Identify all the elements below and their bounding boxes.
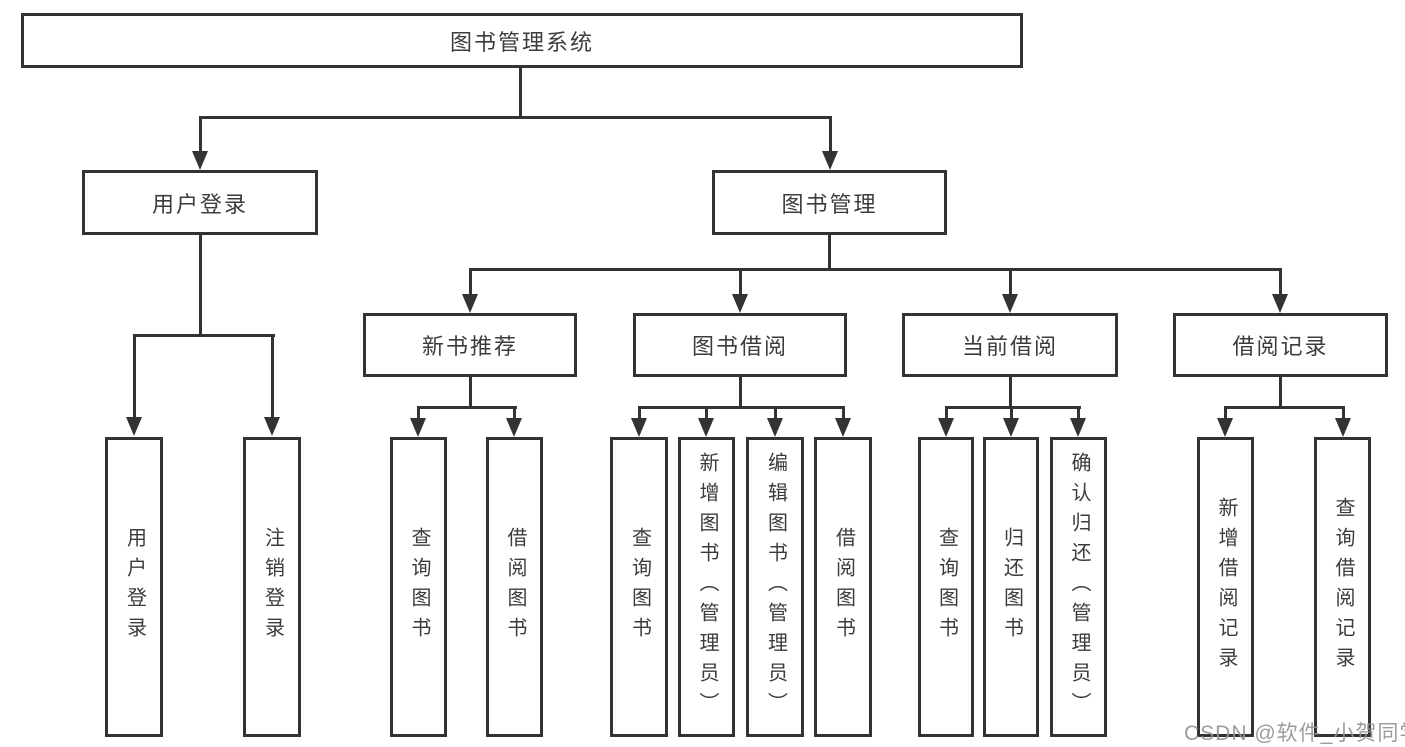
node-book-borrow: 图书借阅 [633, 313, 847, 377]
connector-line [1279, 377, 1282, 409]
connector-line [271, 334, 274, 418]
connector-line [638, 406, 845, 409]
connector-line [1279, 268, 1282, 297]
connector-line [774, 406, 777, 420]
arrow-down-icon [938, 418, 954, 437]
arrow-down-icon [264, 417, 280, 436]
connector-line [469, 377, 472, 409]
leaf-borrow-books-recommend: 借阅图书 [486, 437, 543, 737]
arrow-down-icon [732, 294, 748, 313]
connector-line [842, 406, 845, 420]
leaf-add-book-admin: 新增图书（管理员） [678, 437, 735, 737]
leaf-query-books-recommend: 查询图书 [390, 437, 447, 737]
connector-line [1077, 406, 1080, 420]
watermark: CSDN @软件_小贺同学 [1184, 722, 1405, 745]
leaf-confirm-return-admin: 确认归还（管理员） [1050, 437, 1107, 737]
arrow-down-icon [835, 418, 851, 437]
connector-line [519, 68, 522, 118]
arrow-down-icon [1003, 418, 1019, 437]
arrow-down-icon [462, 294, 478, 313]
node-user-login: 用户登录 [82, 170, 318, 235]
leaf-return-book: 归还图书 [983, 437, 1039, 737]
connector-line [1224, 406, 1227, 420]
connector-line [1009, 268, 1012, 297]
arrow-down-icon [192, 151, 208, 170]
connector-line [945, 406, 1081, 409]
arrow-down-icon [1335, 418, 1351, 437]
connector-line [705, 406, 708, 420]
connector-line [638, 406, 641, 420]
leaf-edit-book-admin: 编辑图书（管理员） [746, 437, 804, 737]
arrow-down-icon [698, 418, 714, 437]
arrow-down-icon [1070, 418, 1086, 437]
connector-line [199, 116, 832, 119]
arrow-down-icon [822, 151, 838, 170]
node-book-management: 图书管理 [712, 170, 947, 235]
arrow-down-icon [1002, 294, 1018, 313]
connector-line [739, 377, 742, 409]
connector-line [133, 334, 136, 418]
connector-line [829, 116, 832, 153]
connector-line [1009, 377, 1012, 409]
arrow-down-icon [410, 418, 426, 437]
connector-line [469, 268, 472, 297]
connector-line [945, 406, 948, 420]
connector-line [469, 268, 1282, 271]
node-current-borrow: 当前借阅 [902, 313, 1118, 377]
arrow-down-icon [1272, 294, 1288, 313]
arrow-down-icon [1217, 418, 1233, 437]
connector-line [828, 233, 831, 271]
connector-line [1010, 406, 1013, 420]
leaf-query-books-borrow: 查询图书 [610, 437, 668, 737]
node-new-book-recommend: 新书推荐 [363, 313, 577, 377]
arrow-down-icon [506, 418, 522, 437]
leaf-query-borrow-record: 查询借阅记录 [1314, 437, 1371, 737]
node-borrow-records: 借阅记录 [1173, 313, 1388, 377]
leaf-query-books-current: 查询图书 [918, 437, 974, 737]
connector-line [199, 235, 202, 337]
arrow-down-icon [631, 418, 647, 437]
leaf-borrow-books: 借阅图书 [814, 437, 872, 737]
connector-line [133, 334, 275, 337]
connector-line [417, 406, 517, 409]
connector-line [199, 116, 202, 153]
leaf-user-login: 用户登录 [105, 437, 163, 737]
connector-line [1342, 406, 1345, 420]
arrow-down-icon [126, 417, 142, 436]
leaf-add-borrow-record: 新增借阅记录 [1197, 437, 1254, 737]
connector-line [417, 406, 420, 420]
node-library-system: 图书管理系统 [21, 13, 1023, 68]
arrow-down-icon [767, 418, 783, 437]
connector-line [739, 268, 742, 297]
leaf-logout: 注销登录 [243, 437, 301, 737]
connector-line [1224, 406, 1345, 409]
connector-line [513, 406, 516, 420]
